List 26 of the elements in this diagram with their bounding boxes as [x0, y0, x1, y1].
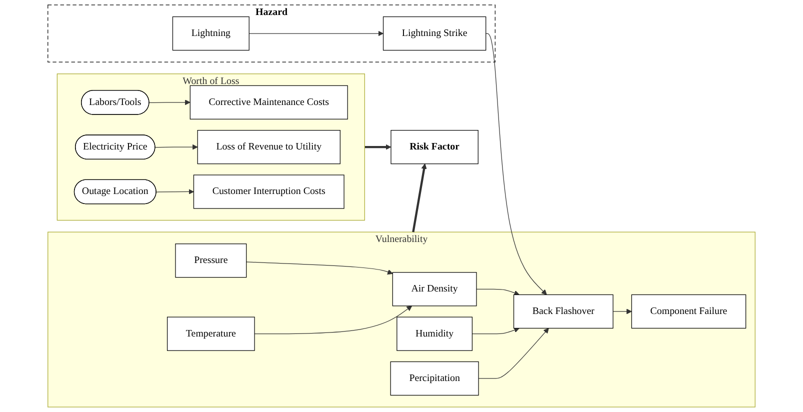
arrow: [246, 262, 393, 275]
arrow: [364, 144, 392, 150]
node-box: Percipitation: [390, 361, 479, 396]
arrow: [472, 327, 520, 334]
node-box: Customer Interruption Costs: [193, 174, 344, 209]
node-box: Temperature: [166, 316, 255, 351]
arrow: [156, 189, 194, 194]
node-box: Corrective Maintenance Costs: [190, 85, 348, 120]
node-box: Lightning: [172, 16, 250, 51]
arrow: [148, 100, 190, 106]
arrow: [154, 144, 198, 150]
node-box: Lightning Strike: [382, 16, 486, 51]
node-box: Pressure: [175, 244, 247, 278]
arrow: [486, 33, 547, 295]
node-box: Humidity: [396, 316, 473, 351]
node-box: Loss of Revenue to Utility: [197, 130, 340, 164]
node-box: Air Density: [392, 272, 477, 306]
node-box: Component Failure: [631, 294, 746, 329]
arrow: [478, 328, 549, 379]
arrow: [248, 30, 384, 36]
arrow: [476, 288, 520, 296]
node-box: Risk Factor: [390, 130, 478, 164]
arrow: [254, 306, 412, 334]
arrow: [612, 308, 632, 314]
arrow: [412, 164, 427, 232]
node-box: Back Flashover: [513, 294, 614, 329]
